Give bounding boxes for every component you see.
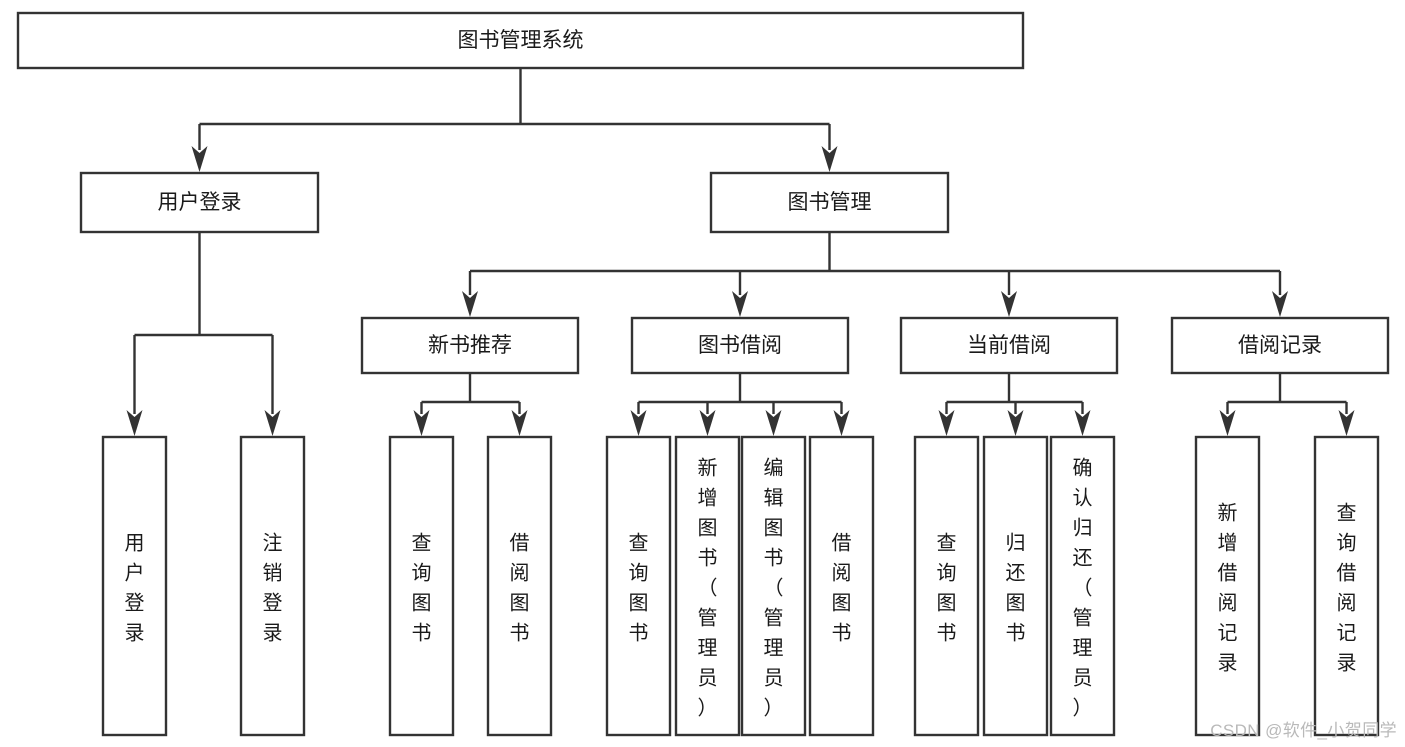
node-box — [674, 435, 741, 737]
connector-layer — [126, 68, 1355, 436]
arrow-head-icon — [630, 410, 647, 436]
node-box — [239, 435, 306, 737]
node-leaf-edit-book[interactable]: 编辑图书（管理员） — [740, 435, 807, 737]
node-label: 图书管理 — [788, 191, 872, 214]
node-leaf-add-book[interactable]: 新增图书（管理员） — [674, 435, 741, 737]
node-label: 借阅图书 — [510, 531, 530, 644]
arrow-head-icon — [413, 410, 430, 436]
arrow-head-icon — [1074, 410, 1091, 436]
node-label: 借阅图书 — [832, 531, 852, 644]
node-box — [630, 316, 850, 375]
node-label: 新增图书（管理员） — [698, 456, 718, 719]
node-box — [1313, 435, 1380, 737]
node-leaf-confirm-return[interactable]: 确认归还（管理员） — [1049, 435, 1116, 737]
node-leaf-query-book-3[interactable]: 查询图书 — [913, 435, 980, 737]
node-box — [899, 316, 1119, 375]
node-box — [388, 435, 455, 737]
node-root[interactable]: 图书管理系统 — [16, 11, 1025, 70]
node-label: 新书推荐 — [428, 334, 512, 357]
node-leaf-add-record[interactable]: 新增借阅记录 — [1194, 435, 1261, 737]
node-box — [605, 435, 672, 737]
node-user-login[interactable]: 用户登录 — [79, 171, 320, 234]
csdn-watermark: CSDN @软件_小贺同学 — [1210, 721, 1397, 740]
node-leaf-user-login[interactable]: 用户登录 — [101, 435, 168, 737]
node-box — [101, 435, 168, 737]
node-label: 查询图书 — [629, 531, 649, 644]
node-box — [360, 316, 580, 375]
arrow-head-icon — [821, 146, 838, 172]
arrow-head-icon — [462, 291, 478, 317]
node-leaf-logout[interactable]: 注销登录 — [239, 435, 306, 737]
node-new-book-rec[interactable]: 新书推荐 — [360, 316, 580, 375]
arrow-head-icon — [264, 410, 281, 436]
node-label: 新增借阅记录 — [1218, 501, 1238, 674]
node-leaf-return-book[interactable]: 归还图书 — [982, 435, 1049, 737]
node-label: 注销登录 — [263, 531, 283, 644]
arrow-head-icon — [126, 410, 143, 436]
node-box — [913, 435, 980, 737]
arrow-head-icon — [191, 146, 208, 172]
node-label: 图书管理系统 — [458, 29, 584, 52]
node-box — [982, 435, 1049, 737]
node-leaf-query-record[interactable]: 查询借阅记录 — [1313, 435, 1380, 737]
node-label: 编辑图书（管理员） — [764, 456, 784, 719]
node-label: 图书借阅 — [698, 334, 782, 357]
node-label: 借阅记录 — [1238, 334, 1322, 357]
node-label: 查询图书 — [412, 531, 432, 644]
node-label: 当前借阅 — [967, 334, 1051, 357]
node-box — [16, 11, 1025, 70]
node-label: 查询图书 — [937, 531, 957, 644]
arrow-head-icon — [833, 410, 850, 436]
node-leaf-borrow-book-2[interactable]: 借阅图书 — [808, 435, 875, 737]
node-box — [740, 435, 807, 737]
arrow-head-icon — [1007, 410, 1024, 436]
node-box — [709, 171, 950, 234]
node-label: 查询借阅记录 — [1337, 501, 1357, 674]
arrow-head-icon — [1219, 410, 1236, 436]
arrow-head-icon — [765, 410, 782, 436]
arrow-head-icon — [699, 410, 716, 436]
node-borrow-record[interactable]: 借阅记录 — [1170, 316, 1390, 375]
node-book-borrow[interactable]: 图书借阅 — [630, 316, 850, 375]
arrow-head-icon — [1338, 410, 1355, 436]
node-box — [79, 171, 320, 234]
node-box — [486, 435, 553, 737]
node-book-admin[interactable]: 图书管理 — [709, 171, 950, 234]
arrow-head-icon — [938, 410, 955, 436]
arrow-head-icon — [1001, 291, 1017, 317]
node-leaf-query-book-2[interactable]: 查询图书 — [605, 435, 672, 737]
arrow-head-icon — [511, 410, 528, 436]
node-box — [1049, 435, 1116, 737]
node-label: 确认归还（管理员） — [1073, 456, 1093, 719]
node-leaf-query-book-1[interactable]: 查询图书 — [388, 435, 455, 737]
node-box — [1194, 435, 1261, 737]
node-box — [808, 435, 875, 737]
node-current-borrow[interactable]: 当前借阅 — [899, 316, 1119, 375]
node-label: 用户登录 — [158, 191, 242, 214]
node-layer: 图书管理系统用户登录图书管理新书推荐图书借阅当前借阅借阅记录用户登录注销登录查询… — [16, 11, 1390, 737]
node-box — [1170, 316, 1390, 375]
arrow-head-icon — [1272, 291, 1288, 317]
node-leaf-borrow-book-1[interactable]: 借阅图书 — [486, 435, 553, 737]
node-label: 归还图书 — [1006, 531, 1026, 644]
arrow-head-icon — [732, 291, 748, 317]
node-label: 用户登录 — [125, 532, 145, 644]
